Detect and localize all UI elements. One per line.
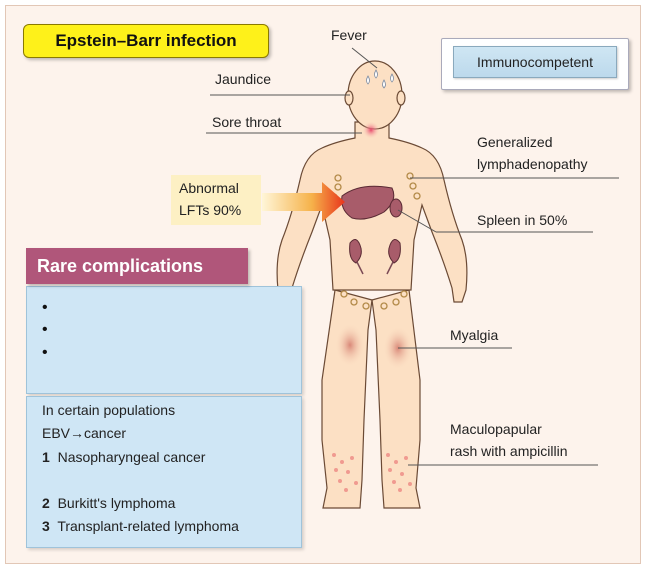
kidney-left xyxy=(349,239,362,264)
immunocompetent-label: Immunocompetent xyxy=(453,46,617,78)
complications-panel xyxy=(26,286,302,394)
lfts-box: Abnormal LFTs 90% xyxy=(171,175,261,225)
kidney-right xyxy=(388,239,401,264)
immunocompetent-box: Immunocompetent xyxy=(441,38,629,90)
spleen-label: Spleen in 50% xyxy=(477,212,568,228)
populations-line2: EBV→cancer xyxy=(42,425,127,441)
fever-drops xyxy=(366,69,394,89)
lymphadenopathy-label-line2: lymphadenopathy xyxy=(477,156,588,172)
lfts-label-line2: LFTs 90% xyxy=(179,202,242,218)
population-item-3: 3 Transplant-related lymphoma xyxy=(42,518,239,534)
population-item-1: 1 Nasopharyngeal cancer xyxy=(42,449,206,465)
rash-dots xyxy=(332,453,412,492)
rash-label-line2: rash with ampicillin xyxy=(450,443,568,459)
lymphadenopathy-label-line1: Generalized xyxy=(477,134,553,150)
sore-throat-label: Sore throat xyxy=(212,114,282,130)
spleen xyxy=(389,198,403,218)
leader-lines xyxy=(206,47,619,466)
population-item-2: 2 Burkitt's lymphoma xyxy=(42,495,176,511)
complication-bullet: • xyxy=(42,299,48,316)
lfts-label-line1: Abnormal xyxy=(179,180,239,196)
rare-complications-header: Rare complications xyxy=(26,248,248,284)
rash-label-line1: Maculopapular xyxy=(450,421,542,437)
complication-bullet: • xyxy=(42,321,48,338)
populations-panel xyxy=(26,396,302,548)
myalgia-spot-left xyxy=(335,323,365,367)
lfts-arrow xyxy=(262,182,345,222)
jaundice-label: Jaundice xyxy=(215,71,272,87)
complication-bullet: • xyxy=(42,344,48,361)
populations-line1: In certain populations xyxy=(42,402,176,418)
myalgia-label: Myalgia xyxy=(450,327,499,343)
fever-label: Fever xyxy=(331,27,367,43)
diagram-title: Epstein–Barr infection xyxy=(23,24,269,58)
sore-throat-spot xyxy=(362,121,380,139)
liver xyxy=(341,185,395,220)
